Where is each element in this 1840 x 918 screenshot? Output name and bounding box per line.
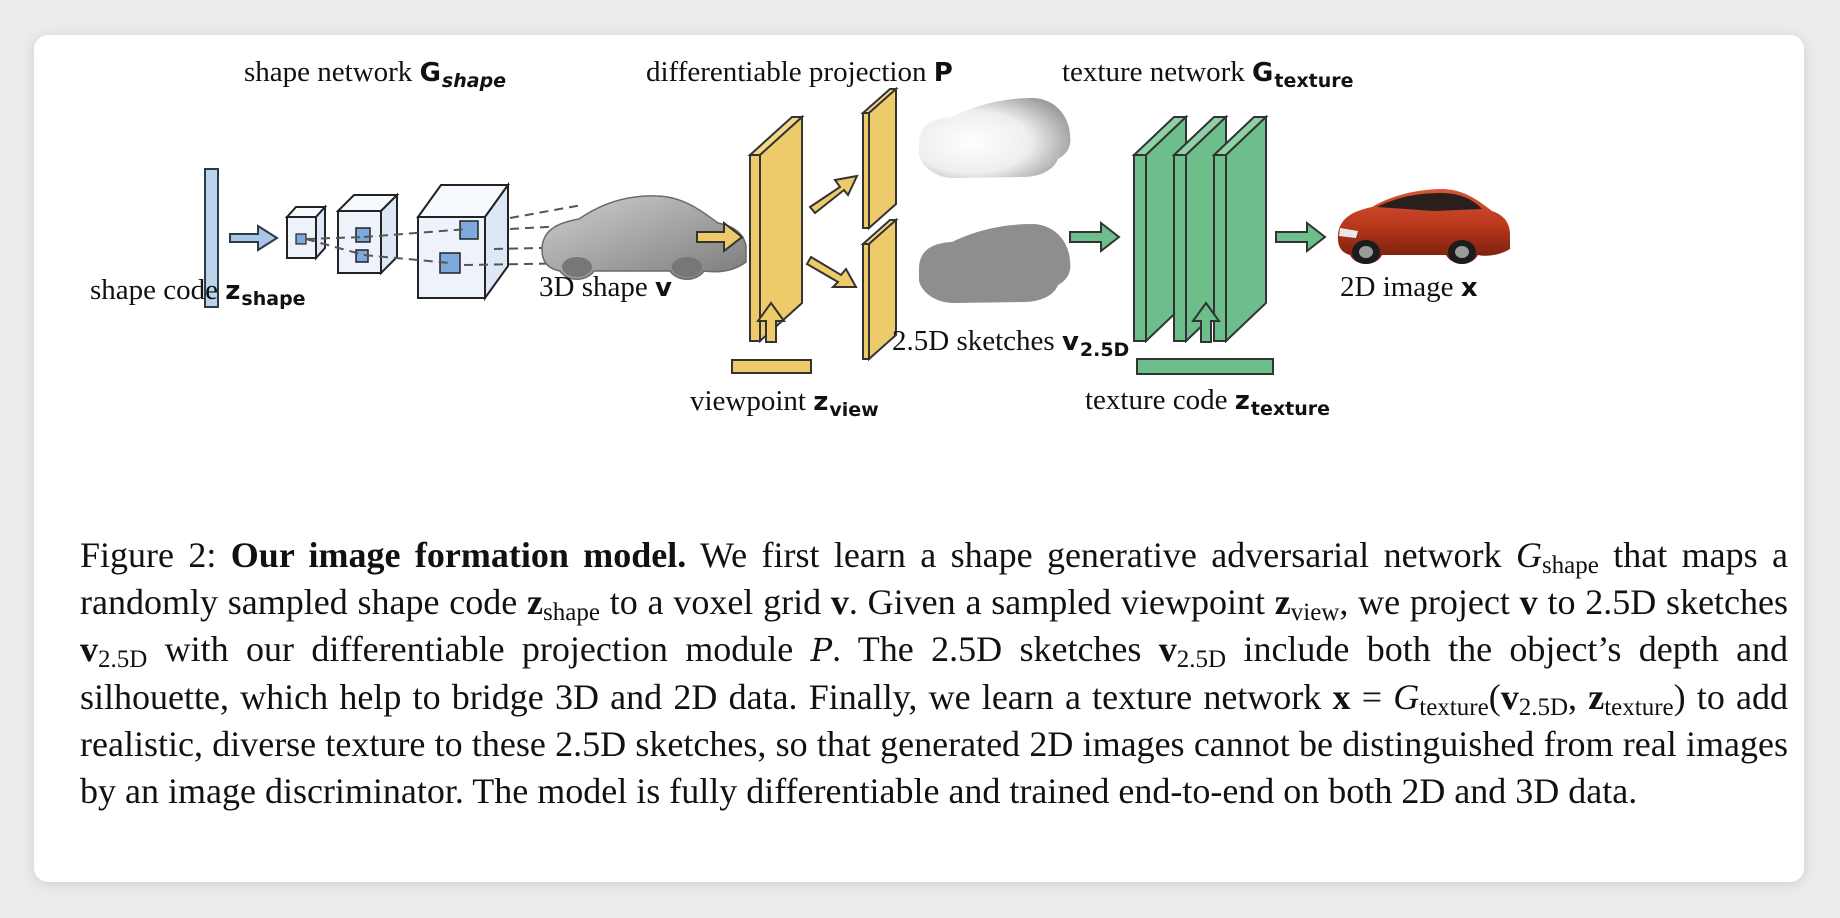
silhouette-plane bbox=[860, 217, 899, 362]
arrow-to-silhouette-sketch bbox=[805, 255, 858, 288]
voxel-cube-medium bbox=[335, 192, 400, 276]
arrow-to-depth-sketch bbox=[808, 174, 859, 215]
pipeline-diagram: shape network Gshape differentiable proj… bbox=[34, 35, 1804, 505]
figure-card: shape network Gshape differentiable proj… bbox=[34, 35, 1804, 882]
label-shape-network: shape network Gshape bbox=[244, 56, 507, 92]
caption-figure-label: Figure 2: bbox=[80, 535, 217, 575]
voxel-cube-large bbox=[416, 181, 510, 302]
label-sketches: 2.5D sketches v2.5D bbox=[892, 325, 1130, 361]
depth-plane bbox=[860, 86, 899, 231]
label-texture-network: texture network Gtexture bbox=[1062, 56, 1354, 92]
label-shape-code: shape code zshape bbox=[90, 274, 306, 310]
voxel-cube-small bbox=[284, 204, 328, 261]
texture-code-bar bbox=[1136, 358, 1274, 375]
projection-plane bbox=[747, 114, 805, 344]
arrow-to-shape-network bbox=[229, 224, 279, 252]
caption-title: Our image formation model. bbox=[230, 535, 687, 575]
texture-plane-3 bbox=[1211, 114, 1269, 344]
viewpoint-code-bar bbox=[731, 359, 812, 374]
figure-caption: Figure 2: Our image formation model. We … bbox=[80, 535, 1789, 811]
arrow-to-output bbox=[1275, 220, 1327, 254]
arrow-to-projection bbox=[696, 220, 744, 254]
label-viewpoint: viewpoint zview bbox=[690, 385, 879, 421]
depth-sketch-image bbox=[919, 98, 1071, 178]
label-2d-image: 2D image x bbox=[1340, 271, 1478, 303]
output-car-image bbox=[1337, 189, 1510, 264]
pipeline-diagram-svg bbox=[204, 86, 1510, 375]
shape-code-bar bbox=[204, 168, 219, 308]
arrow-to-texture-network bbox=[1069, 220, 1121, 254]
shape-3d-car bbox=[541, 195, 747, 280]
label-texture-code: texture code ztexture bbox=[1085, 384, 1330, 420]
texture-code-arrow bbox=[1191, 301, 1221, 343]
silhouette-sketch-image bbox=[919, 224, 1071, 303]
label-3d-shape: 3D shape v bbox=[539, 271, 672, 303]
label-diff-projection: differentiable projection P bbox=[646, 56, 953, 88]
viewpoint-arrow bbox=[756, 301, 786, 343]
